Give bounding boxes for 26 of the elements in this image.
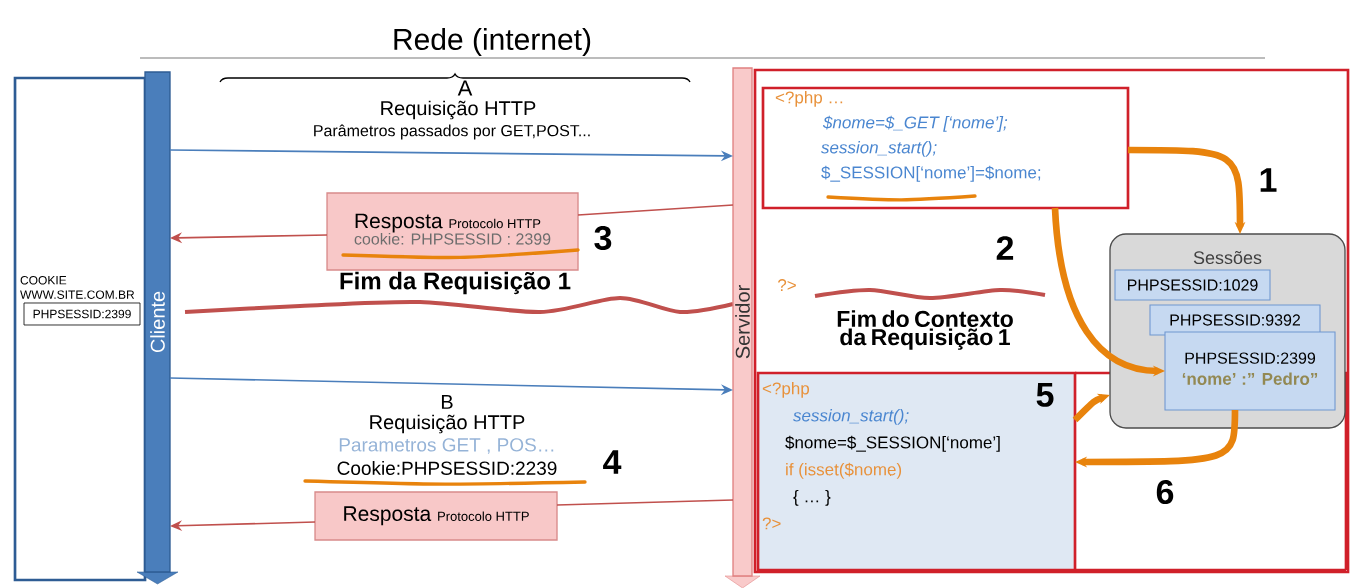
response-box: Resposta Protocolo HTTP cookie: PHPSESSID : 2399 (326, 192, 579, 271)
connector-line (577, 204, 734, 216)
parameters-label: Parâmetros passados por GET,POST... (314, 124, 590, 140)
section-letter: A (457, 80, 473, 96)
title: Rede (internet) (394, 28, 591, 56)
server-box (753, 68, 1350, 574)
session-card: PHPSESSID:9392 (1149, 304, 1321, 336)
code-box: <?php … $nome=$_GET [‘nome’]; session_start(); $_SESSION[‘nome’]=$nome; (761, 86, 1130, 210)
step-number: 3 (594, 225, 612, 251)
section-letter: B (441, 395, 453, 409)
step-number: 2 (996, 236, 1014, 260)
code-text: ?> (778, 279, 796, 291)
step-number: 4 (603, 450, 622, 474)
parameters-label: Parametros GET , POS… (339, 438, 554, 454)
step-number: 6 (1156, 479, 1174, 505)
client-timeline-bar: Cliente (136, 71, 179, 585)
request-label: Requisição HTTP (381, 100, 536, 120)
response-box: Resposta Protocolo HTTP (314, 491, 558, 541)
step-number: 1 (1260, 168, 1277, 192)
cookie-box: PHPSESSID:2399 (23, 302, 141, 326)
end-of-context-label: Fim do Contexto da Requisição 1 (837, 310, 1013, 350)
request-label: Requisição HTTP (370, 414, 525, 434)
connector-line (556, 499, 734, 506)
step-number: 5 (1036, 383, 1054, 407)
server-timeline-bar: Servidor (724, 67, 761, 588)
session-card: PHPSESSID:1029 (1114, 269, 1271, 301)
